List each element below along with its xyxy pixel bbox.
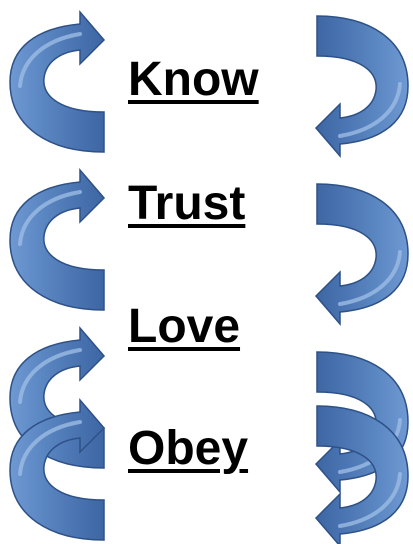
word-know: Know [128,56,259,104]
word-trust: Trust [128,180,245,228]
word-obey: Obey [128,425,248,473]
left-arrow-2 [10,170,104,310]
right-arrow-1 [316,16,408,156]
word-love: Love [128,303,240,351]
right-arrow-2 [316,184,408,324]
left-arrow-1 [10,12,104,152]
